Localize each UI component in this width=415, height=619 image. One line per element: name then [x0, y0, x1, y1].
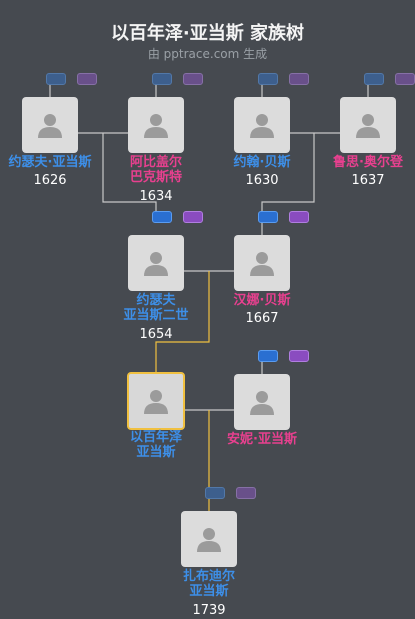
add-partner-button[interactable]: [77, 73, 97, 85]
add-partner-button[interactable]: [236, 487, 256, 499]
connector-line: [155, 271, 210, 372]
add-partner-button[interactable]: [289, 211, 309, 223]
birth-year: 1667: [245, 311, 279, 326]
add-partner-button[interactable]: [183, 73, 203, 85]
person-name: 约瑟夫 亚当斯二世: [123, 293, 189, 323]
person-name: 安妮·亚当斯: [227, 432, 297, 447]
person-name: 约翰·贝斯: [233, 155, 291, 170]
connector-line: [261, 133, 315, 212]
avatar[interactable]: [128, 235, 184, 291]
birth-year: 1630: [245, 173, 279, 188]
add-parent-button[interactable]: [258, 211, 278, 223]
person-icon: [144, 114, 168, 138]
add-partner-button[interactable]: [183, 211, 203, 223]
birth-year: 1634: [139, 189, 173, 204]
person-icon: [250, 252, 274, 276]
avatar[interactable]: [234, 235, 290, 291]
person-icon: [356, 114, 380, 138]
person-name: 约瑟夫·亚当斯: [8, 155, 92, 170]
person-name: 汉娜·贝斯: [233, 293, 291, 308]
add-parent-button[interactable]: [152, 211, 172, 223]
avatar[interactable]: [234, 374, 290, 430]
person-name: 鲁思·奥尔登: [333, 155, 403, 170]
add-parent-button[interactable]: [152, 73, 172, 85]
connector-line: [102, 133, 157, 212]
add-parent-button[interactable]: [258, 73, 278, 85]
add-parent-button[interactable]: [364, 73, 384, 85]
person-icon: [144, 390, 168, 414]
person-name: 以百年泽 亚当斯: [129, 430, 182, 460]
person-icon: [38, 114, 62, 138]
person-icon: [197, 528, 221, 552]
birth-year: 1637: [351, 173, 385, 188]
birth-year: 1626: [33, 173, 67, 188]
avatar[interactable]: [22, 97, 78, 153]
add-partner-button[interactable]: [289, 73, 309, 85]
person-icon: [250, 391, 274, 415]
person-icon: [250, 114, 274, 138]
page-title: 以百年泽·亚当斯 家族树: [110, 23, 305, 44]
add-parent-button[interactable]: [46, 73, 66, 85]
birth-year: 1739: [192, 603, 226, 618]
add-partner-button[interactable]: [395, 73, 415, 85]
person-icon: [144, 252, 168, 276]
add-parent-button[interactable]: [205, 487, 225, 499]
person-name: 扎布迪尔 亚当斯: [182, 569, 235, 599]
avatar[interactable]: [127, 372, 185, 430]
avatar[interactable]: [181, 511, 237, 567]
add-parent-button[interactable]: [258, 350, 278, 362]
page-subtitle: 由 pptrace.com 生成: [147, 47, 268, 61]
birth-year: 1654: [139, 327, 173, 342]
add-partner-button[interactable]: [289, 350, 309, 362]
person-name: 阿比盖尔 巴克斯特: [129, 155, 182, 185]
avatar[interactable]: [128, 97, 184, 153]
avatar[interactable]: [234, 97, 290, 153]
avatar[interactable]: [340, 97, 396, 153]
